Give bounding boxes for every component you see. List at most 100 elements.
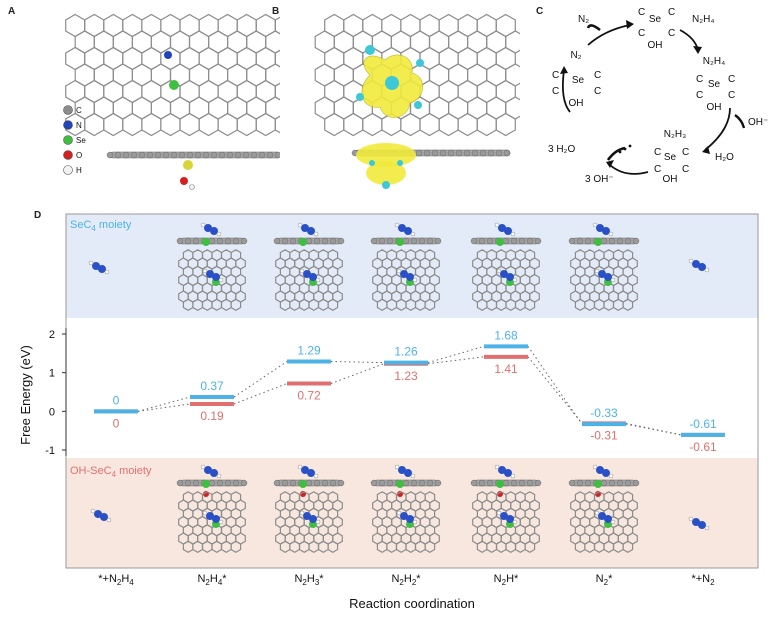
nitrogen-atom <box>309 273 317 281</box>
energy-connector <box>427 345 485 364</box>
side-atom <box>370 237 378 245</box>
side-atom <box>192 479 200 487</box>
cycle-c: C <box>668 7 675 18</box>
lattice-hexagon <box>160 112 181 137</box>
panel-letter-b: B <box>272 6 280 17</box>
side-atom <box>534 237 542 245</box>
hydrogen-atom <box>510 473 516 479</box>
selenium-atom <box>396 480 404 488</box>
selenium-atom <box>202 238 210 246</box>
energy-connector <box>330 360 385 364</box>
ohsec4-value-label: 0 <box>113 416 120 430</box>
side-atom <box>502 479 510 487</box>
ohsec4-value-label: -0.31 <box>590 428 618 442</box>
energy-connector <box>233 361 288 398</box>
free-energy-diagram: SeC4 moiety OH-SeC4 moiety 210-1 Free En… <box>18 213 759 611</box>
hydrogen-atom <box>297 464 303 470</box>
lattice-hexagon <box>327 540 339 553</box>
hydrogen-atom <box>88 260 94 266</box>
energy-connector <box>527 346 583 425</box>
cycle-h2o-product: H₂O <box>715 152 734 163</box>
side-atom <box>518 237 526 245</box>
legend-label: O <box>76 151 82 160</box>
lattice-hexagon <box>230 540 242 553</box>
side-atom <box>218 151 226 159</box>
panel-letter-d: D <box>34 210 42 221</box>
side-atom <box>146 151 154 159</box>
selenium-atom <box>594 238 602 246</box>
cycle-structure-left: N₂ Se C C C C OH <box>552 50 601 109</box>
y-axis: 210-1 <box>45 328 67 457</box>
selenium-atom <box>496 238 504 246</box>
thumbnail-lattice <box>178 491 246 553</box>
side-atom <box>289 479 297 487</box>
nitrogen-atom <box>504 469 512 477</box>
lattice-hexagon <box>524 540 536 553</box>
lattice-hexagon <box>324 112 345 137</box>
side-atom <box>370 479 378 487</box>
side-atom <box>122 151 130 159</box>
hydrogen-atom <box>299 510 305 516</box>
hydrogen-atom <box>512 519 518 525</box>
nitrogen-atom <box>309 515 317 523</box>
hydrogen-atom <box>394 464 400 470</box>
cycle-ligand-n2h3: N₂H₃ <box>664 129 686 140</box>
side-atom <box>250 151 258 159</box>
side-atom <box>600 237 608 245</box>
side-atom <box>624 479 632 487</box>
nitrogen-atom <box>506 515 514 523</box>
hydrogen-atom <box>594 510 600 516</box>
cycle-se-bottom: Se <box>664 152 677 163</box>
cycle-c: C <box>696 74 703 85</box>
side-atom <box>503 149 511 157</box>
side-atom <box>273 237 281 245</box>
nitrogen-atom <box>596 466 604 474</box>
sec4-value-label: -0.61 <box>689 417 717 431</box>
nitrogen-atom <box>206 512 214 520</box>
hydrogen-atom <box>396 268 402 274</box>
hydrogen-atom <box>608 231 614 237</box>
lattice-hexagon <box>274 49 280 68</box>
selenium-atom <box>496 480 504 488</box>
cycle-c: C <box>594 70 601 81</box>
side-atom <box>138 151 146 159</box>
hydrogen-atom <box>512 277 518 283</box>
oxygen-atom-side <box>180 177 188 185</box>
lattice-hexagon <box>274 115 280 134</box>
hydrogen-atom <box>200 464 206 470</box>
hydrogen-atom <box>688 516 694 522</box>
lattice-hexagon <box>230 298 242 311</box>
side-atom <box>378 237 386 245</box>
nitrogen-atom <box>404 227 412 235</box>
hydrogen-atom <box>202 510 208 516</box>
side-atom <box>584 237 592 245</box>
side-atom <box>208 237 216 245</box>
nitrogen-atom <box>598 512 606 520</box>
hydrogen-atom <box>106 517 112 523</box>
side-atom <box>305 237 313 245</box>
side-atom <box>418 479 426 487</box>
cycle-se-top: Se <box>649 14 662 25</box>
lattice-hexagon <box>362 112 383 137</box>
nitrogen-atom <box>406 515 414 523</box>
side-atom <box>240 237 248 245</box>
side-atom <box>273 479 281 487</box>
hydrogen-atom <box>610 277 616 283</box>
x-category-label: *+N2 <box>691 573 715 587</box>
nitrogen-atom <box>210 227 218 235</box>
hydrogen-atom <box>412 277 418 283</box>
side-atom <box>447 149 455 157</box>
side-atom <box>266 151 274 159</box>
legend-label: Se <box>76 136 86 145</box>
side-atom <box>616 479 624 487</box>
side-atom <box>216 237 224 245</box>
cycle-structure-top: Se C C C C OH <box>638 7 675 51</box>
side-atom <box>258 151 266 159</box>
hydrogen-atom <box>496 268 502 274</box>
structure-thumbnail <box>568 464 640 553</box>
side-atom <box>510 479 518 487</box>
side-atom <box>208 479 216 487</box>
cycle-3h2o-product: 3 H₂O <box>548 144 575 155</box>
nitrogen-atom <box>692 260 700 268</box>
legend-label: H <box>76 166 82 175</box>
